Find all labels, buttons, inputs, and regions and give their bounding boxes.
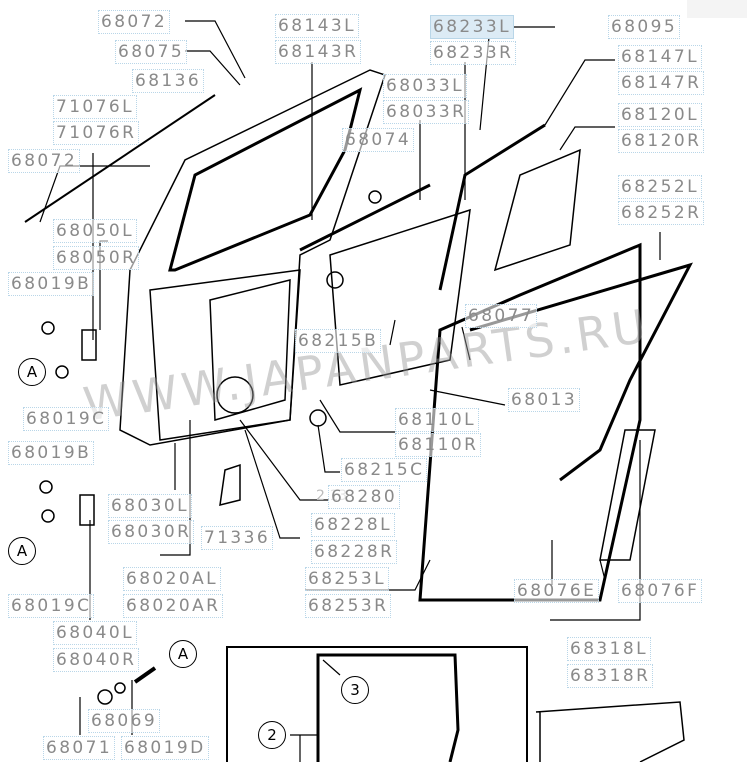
part-label[interactable]: 68110R (395, 433, 482, 457)
part-label[interactable]: 68074 (342, 128, 415, 152)
part-label[interactable]: 68050L (53, 219, 137, 243)
part-label[interactable]: 68075 (115, 40, 188, 64)
door-frame (119, 69, 386, 446)
part-label[interactable]: 68030L (108, 494, 192, 518)
callout-a[interactable]: A (169, 640, 197, 668)
part-label-selected[interactable]: 68233L (430, 15, 514, 39)
part-label[interactable]: 68040L (53, 621, 137, 645)
part-label[interactable]: 68019D (121, 736, 209, 760)
part-label[interactable]: 68215C (341, 458, 428, 482)
part-label[interactable]: 68077 (465, 304, 538, 328)
part-label[interactable]: 68050R (53, 246, 140, 270)
part-label[interactable]: 68143R (275, 40, 362, 64)
part-label[interactable]: 68072 (8, 149, 81, 173)
callout-a[interactable]: A (8, 537, 36, 565)
part-label[interactable]: 68019B (8, 272, 95, 296)
part-label[interactable]: 68252R (618, 201, 705, 225)
part-label[interactable]: 68110L (395, 408, 479, 432)
part-label[interactable]: 68019B (8, 441, 95, 465)
regulator (209, 279, 291, 421)
callout-3[interactable]: 3 (341, 676, 369, 704)
part-label[interactable]: 68033L (383, 74, 467, 98)
part-label[interactable]: 68020AR (123, 594, 224, 618)
part-label[interactable]: 68072 (98, 10, 171, 34)
part-label[interactable]: 68228L (311, 513, 395, 537)
part-label[interactable]: 68019C (8, 594, 95, 618)
part-label[interactable]: 68215B (295, 329, 382, 353)
part-label[interactable]: 68076F (618, 579, 703, 603)
part-label[interactable]: 68253L (305, 567, 389, 591)
part-label[interactable]: 71336 (201, 526, 274, 550)
part-label[interactable]: 68095 (608, 15, 681, 39)
part-label[interactable]: 68147L (618, 45, 702, 69)
part-label[interactable]: 68143L (275, 14, 359, 38)
callout-a[interactable]: A (18, 358, 46, 386)
part-label[interactable]: 68253R (305, 594, 392, 618)
part-label[interactable]: 68318L (567, 637, 651, 661)
weatherstrip-2 (469, 262, 693, 482)
part-label[interactable]: 68228R (311, 540, 398, 564)
door-inner-panel (149, 269, 301, 441)
part-label[interactable]: 68120R (618, 129, 705, 153)
part-label[interactable]: 71076R (53, 121, 140, 145)
part-label[interactable]: 68136 (132, 69, 205, 93)
part-label[interactable]: 68019C (23, 407, 110, 431)
part-label[interactable]: 68280 (328, 485, 401, 509)
part-label[interactable]: 68071 (43, 736, 116, 760)
quarter-glass (493, 148, 581, 272)
part-label[interactable]: 68069 (88, 709, 161, 733)
glass-run (438, 123, 546, 291)
weatherstrip (418, 242, 642, 602)
part-label[interactable]: 68252L (618, 175, 702, 199)
part-label[interactable]: 71076L (53, 95, 137, 119)
part-label[interactable]: 68233R (430, 41, 517, 65)
callout-2[interactable]: 2 (258, 721, 286, 749)
door-window-frame (168, 87, 363, 272)
part-label[interactable]: 68120L (618, 103, 702, 127)
part-label[interactable]: 68318R (567, 664, 654, 688)
part-label[interactable]: 68033R (383, 100, 470, 124)
part-label[interactable]: 68020AL (123, 567, 221, 591)
pillar-trim (599, 429, 656, 561)
part-label[interactable]: 68076E (514, 579, 600, 603)
part-label[interactable]: 68030R (108, 520, 195, 544)
part-label[interactable]: 68147R (618, 71, 705, 95)
part-label[interactable]: 68013 (508, 388, 581, 412)
belt-molding (299, 183, 431, 252)
corner-shade (687, 0, 747, 18)
part-label[interactable]: 68040R (53, 648, 140, 672)
